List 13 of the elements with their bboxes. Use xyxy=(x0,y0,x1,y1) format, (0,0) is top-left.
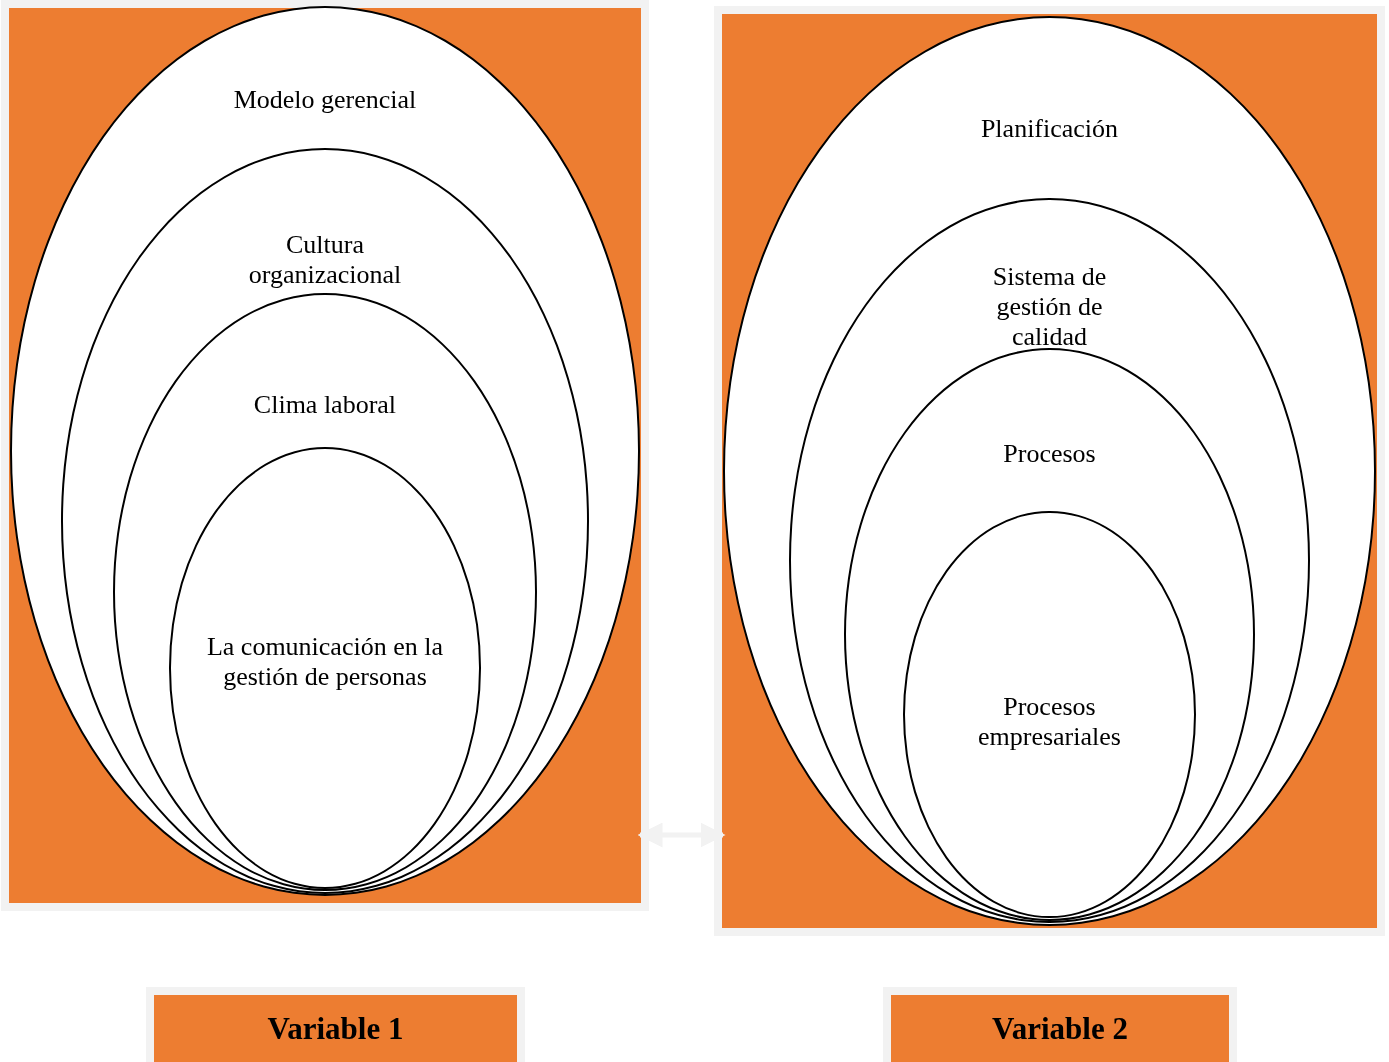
concept-label: Procesos empresariales xyxy=(977,692,1122,752)
variable-label-box xyxy=(146,987,525,1062)
variable-label: Variable 2 xyxy=(992,1010,1128,1047)
concept-label: La comunicación en la gestión de personas xyxy=(205,632,444,692)
concept-label: Modelo gerencial xyxy=(232,85,418,115)
concept-label: Procesos xyxy=(1002,439,1097,469)
concept-label: Clima laboral xyxy=(252,390,398,420)
double-arrow xyxy=(637,822,726,848)
variable-label-box xyxy=(883,987,1237,1062)
concept-label: Cultura organizacional xyxy=(247,230,403,290)
concept-label: Sistema de gestión de calidad xyxy=(991,262,1108,352)
concept-label: Planificación xyxy=(979,114,1120,144)
variable-label: Variable 1 xyxy=(267,1010,404,1047)
